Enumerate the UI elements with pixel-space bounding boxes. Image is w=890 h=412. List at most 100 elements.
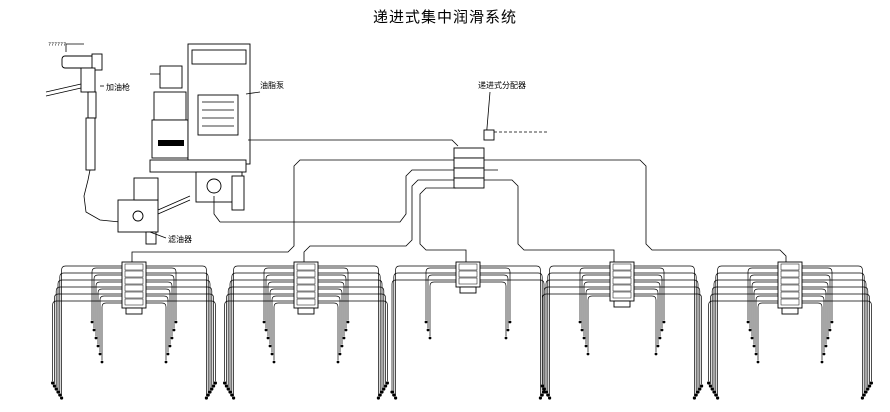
- lube-line-inner-left: [273, 302, 294, 360]
- lube-line-inner-right: [318, 274, 347, 328]
- lube-point: [712, 390, 716, 394]
- sub-distributor-3: [455, 261, 481, 288]
- distributor-section: [124, 270, 144, 278]
- lube-point: [174, 320, 178, 324]
- lube-line-left: [61, 265, 122, 396]
- lube-point: [868, 384, 872, 388]
- lube-line-inner-right: [146, 281, 173, 336]
- lube-line-inner-right: [634, 295, 657, 352]
- lube-line-left: [229, 279, 294, 390]
- lube-line-left: [391, 279, 456, 390]
- oil-filter: 滤油器: [117, 177, 192, 245]
- sub-distributor-4: [609, 261, 635, 302]
- lube-line-inner-right: [802, 295, 825, 352]
- distributor-base: [459, 286, 477, 294]
- lube-line-left: [542, 293, 610, 384]
- lube-point: [344, 328, 348, 332]
- lube-line-inner-left: [269, 288, 294, 344]
- lube-point: [228, 390, 232, 394]
- lube-point: [56, 390, 60, 394]
- lube-point: [428, 336, 432, 340]
- main-distributor-label: 递进式分配器: [478, 80, 526, 90]
- lube-point: [584, 344, 588, 348]
- lube-point: [752, 344, 756, 348]
- lube-point: [716, 396, 720, 400]
- lube-line-left: [226, 293, 294, 384]
- lube-line-right: [634, 279, 699, 390]
- lube-point: [756, 360, 760, 364]
- lube-point: [98, 352, 102, 356]
- lube-point: [707, 381, 711, 385]
- lube-point: [826, 336, 830, 340]
- distributor-section: [124, 277, 144, 285]
- lube-point: [390, 390, 394, 394]
- lube-line-inner-right: [634, 281, 661, 336]
- lube-line-inner-right: [146, 267, 177, 320]
- lube-point: [376, 396, 380, 400]
- lube-point: [828, 328, 832, 332]
- lube-point: [662, 320, 666, 324]
- lube-point: [224, 384, 228, 388]
- lube-point: [864, 390, 868, 394]
- line-to-group-3: [419, 187, 467, 262]
- main-feed-line: [248, 139, 459, 147]
- pump-assembly: 油脂泵: [149, 43, 284, 223]
- distributor-section: [458, 277, 478, 285]
- lube-point: [336, 360, 340, 364]
- lube-line-right: [802, 265, 863, 396]
- lube-line-inner-right: [318, 288, 343, 344]
- lube-line-right: [802, 300, 872, 381]
- distributor-base: [125, 307, 143, 315]
- lube-line-right: [634, 293, 702, 384]
- lube-point: [384, 384, 388, 388]
- lube-point: [342, 336, 346, 340]
- distributor-section: [612, 284, 632, 292]
- lube-line-left: [715, 272, 778, 393]
- lube-point: [710, 387, 714, 391]
- lube-line-left: [227, 286, 294, 387]
- lube-point: [746, 320, 750, 324]
- lube-point: [394, 396, 398, 400]
- lube-point: [548, 396, 552, 400]
- lube-point: [538, 396, 543, 400]
- lube-point: [694, 393, 698, 397]
- lube-point: [578, 320, 582, 324]
- distributor-section: [780, 263, 800, 271]
- lube-point: [504, 336, 508, 340]
- lube-line-right: [318, 272, 381, 393]
- lube-point: [54, 387, 58, 391]
- lube-point: [580, 328, 584, 332]
- lube-point: [270, 352, 274, 356]
- lube-point: [506, 328, 510, 332]
- lube-line-inner-left: [755, 295, 778, 352]
- lube-line-right: [480, 279, 545, 390]
- lube-point: [206, 393, 210, 397]
- lube-point: [378, 393, 382, 397]
- lube-line-inner-right: [802, 288, 827, 344]
- lube-point: [262, 320, 266, 324]
- lube-point: [696, 390, 700, 394]
- distributor-section: [296, 291, 316, 299]
- lube-point: [714, 393, 718, 397]
- lube-line-right: [318, 293, 386, 384]
- lube-line-left: [545, 279, 610, 390]
- lube-line-inner-right: [146, 288, 171, 344]
- lube-point: [822, 352, 826, 356]
- lube-point: [100, 360, 104, 364]
- lube-line-inner-right: [146, 295, 169, 352]
- lube-line-inner-right: [480, 267, 511, 320]
- lube-point: [385, 381, 389, 385]
- lube-line-left: [233, 265, 294, 396]
- distributor-section: [458, 270, 478, 278]
- line-to-group-2: [303, 179, 440, 262]
- lube-line-inner-right: [318, 281, 345, 336]
- lube-point: [424, 320, 428, 324]
- lube-line-left: [395, 265, 456, 396]
- lube-point: [210, 387, 214, 391]
- lube-line-right: [480, 265, 541, 396]
- lube-line-inner-right: [802, 281, 829, 336]
- lube-point: [540, 384, 545, 388]
- lube-point: [338, 352, 342, 356]
- lube-line-inner-right: [802, 267, 833, 320]
- lube-line-inner-right: [480, 274, 509, 328]
